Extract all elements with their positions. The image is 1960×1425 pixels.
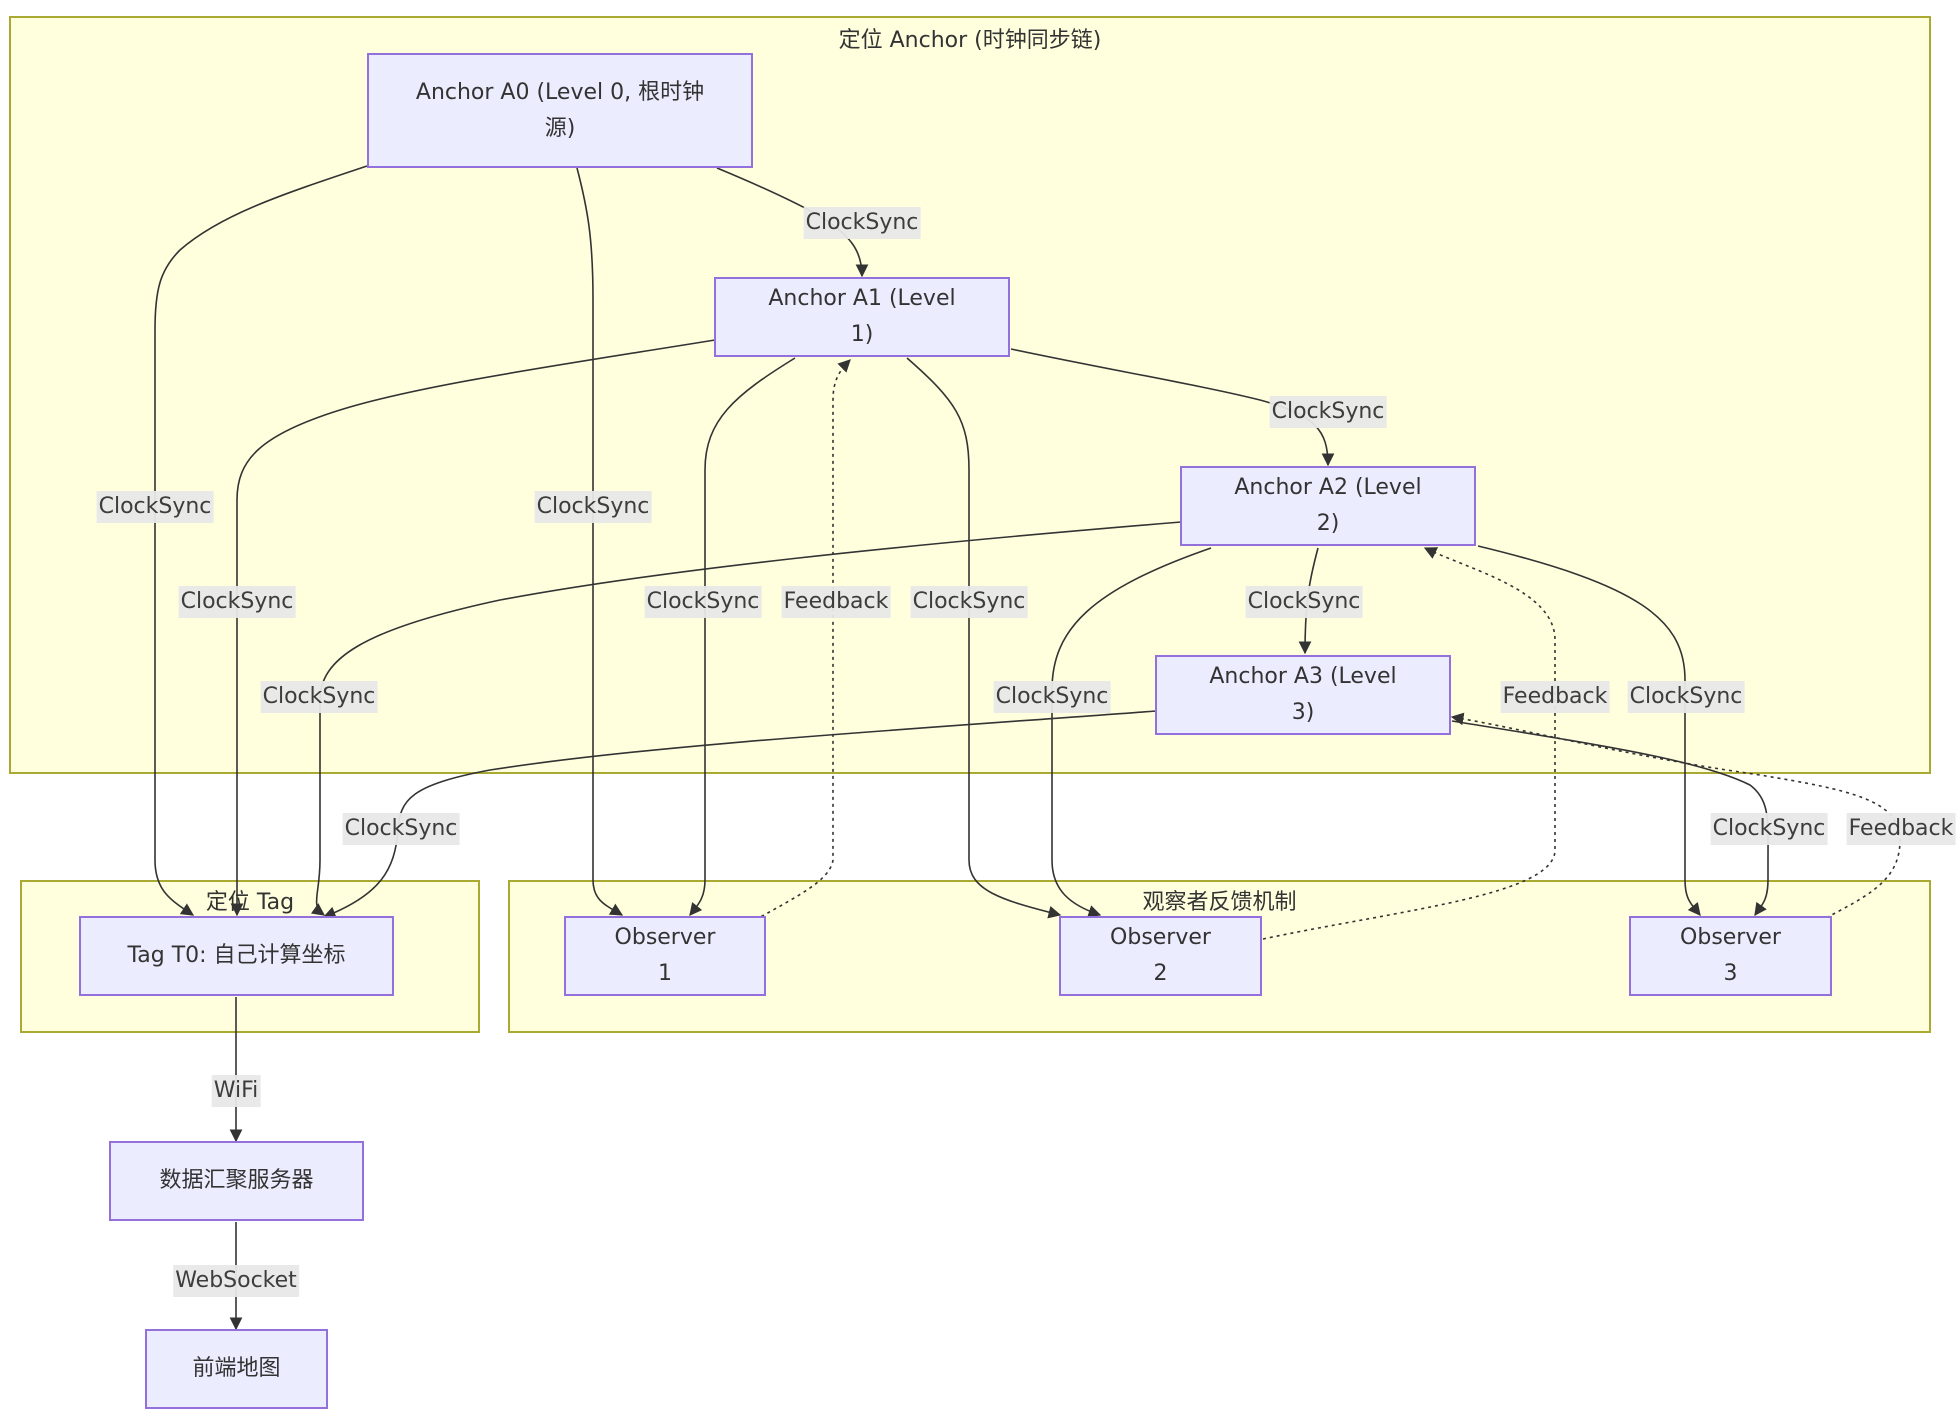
edge-label-obs2-a2: Feedback [1500,681,1610,713]
edge-label-a0-t0: ClockSync [96,491,214,523]
cluster-anchors-title: 定位 Anchor (时钟同步链) [838,28,1102,53]
edge-label-t0-server: WiFi [211,1075,261,1107]
edge-a1-t0 [230,339,716,917]
edge-a0-t0 [154,165,368,916]
edge-a2-t0 [310,521,1182,916]
node-anchor-a1[interactable]: Anchor A1 (Level 1) [714,277,1010,357]
edge-label-a2-a3: ClockSync [1245,586,1363,618]
node-frontend-map[interactable]: 前端地图 [145,1329,328,1409]
node-anchor-a2[interactable]: Anchor A2 (Level 2) [1180,466,1476,546]
edge-obs1-a1 [754,359,851,921]
edge-a0-obs1 [576,167,624,916]
edge-label-a3-t0: ClockSync [342,813,460,845]
node-anchor-a3-label: Anchor A3 (Level 3) [1209,664,1397,725]
node-anchor-a3[interactable]: Anchor A3 (Level 3) [1155,655,1451,735]
edge-a3-t0 [322,710,1157,919]
edge-label-a0-a1: ClockSync [803,207,921,239]
cluster-observers-title: 观察者反馈机制 [1142,890,1297,915]
edge-a2-obs3 [1477,545,1701,916]
node-anchor-a0-label: Anchor A0 (Level 0, 根时钟源) [415,79,705,141]
node-observer-1-label: Observer 1 [614,925,716,986]
edge-label-a0-obs1: ClockSync [534,491,652,523]
cluster-anchors: 定位 Anchor (时钟同步链) [9,16,1931,774]
edge-a1-a2 [1010,348,1335,467]
edge-a2-obs2 [1051,547,1212,918]
edge-label-a1-t0: ClockSync [178,586,296,618]
node-observer-3-label: Observer 3 [1680,925,1781,986]
node-anchor-a1-label: Anchor A1 (Level 1) [768,286,956,347]
node-anchor-a2-label: Anchor A2 (Level 2) [1234,475,1422,536]
edge-label-obs3-a3: Feedback [1846,813,1956,845]
node-data-server[interactable]: 数据汇聚服务器 [109,1141,364,1221]
node-anchor-a0[interactable]: Anchor A0 (Level 0, 根时钟源) [367,53,753,168]
edge-label-a1-obs2: ClockSync [910,586,1028,618]
edge-label-a2-t0: ClockSync [260,681,378,713]
edge-label-server-map: WebSocket [173,1265,299,1297]
edge-a3-obs3 [1451,720,1769,917]
node-observer-2-label: Observer 2 [1110,925,1211,986]
edge-obs3-a3 [1450,712,1901,922]
node-tag-t0-label: Tag T0: 自己计算坐标 [127,943,346,968]
edge-a1-obs2 [906,357,1062,919]
node-tag-t0[interactable]: Tag T0: 自己计算坐标 [79,916,394,996]
cluster-tag-title: 定位 Tag [205,890,295,915]
edge-obs2-a2 [1262,547,1556,940]
edge-a1-obs1 [689,357,796,916]
node-data-server-label: 数据汇聚服务器 [159,1168,314,1193]
node-observer-1[interactable]: Observer 1 [564,916,766,996]
edge-label-a3-obs3: ClockSync [1710,813,1828,845]
edge-label-a1-a2: ClockSync [1269,396,1387,428]
node-frontend-map-label: 前端地图 [192,1356,281,1381]
node-observer-2[interactable]: Observer 2 [1059,916,1262,996]
edge-label-obs1-a1: Feedback [781,586,891,618]
edge-label-a1-obs1: ClockSync [644,586,762,618]
edge-label-a2-obs3: ClockSync [1627,681,1745,713]
edge-label-a2-obs2: ClockSync [993,681,1111,713]
node-observer-3[interactable]: Observer 3 [1629,916,1832,996]
